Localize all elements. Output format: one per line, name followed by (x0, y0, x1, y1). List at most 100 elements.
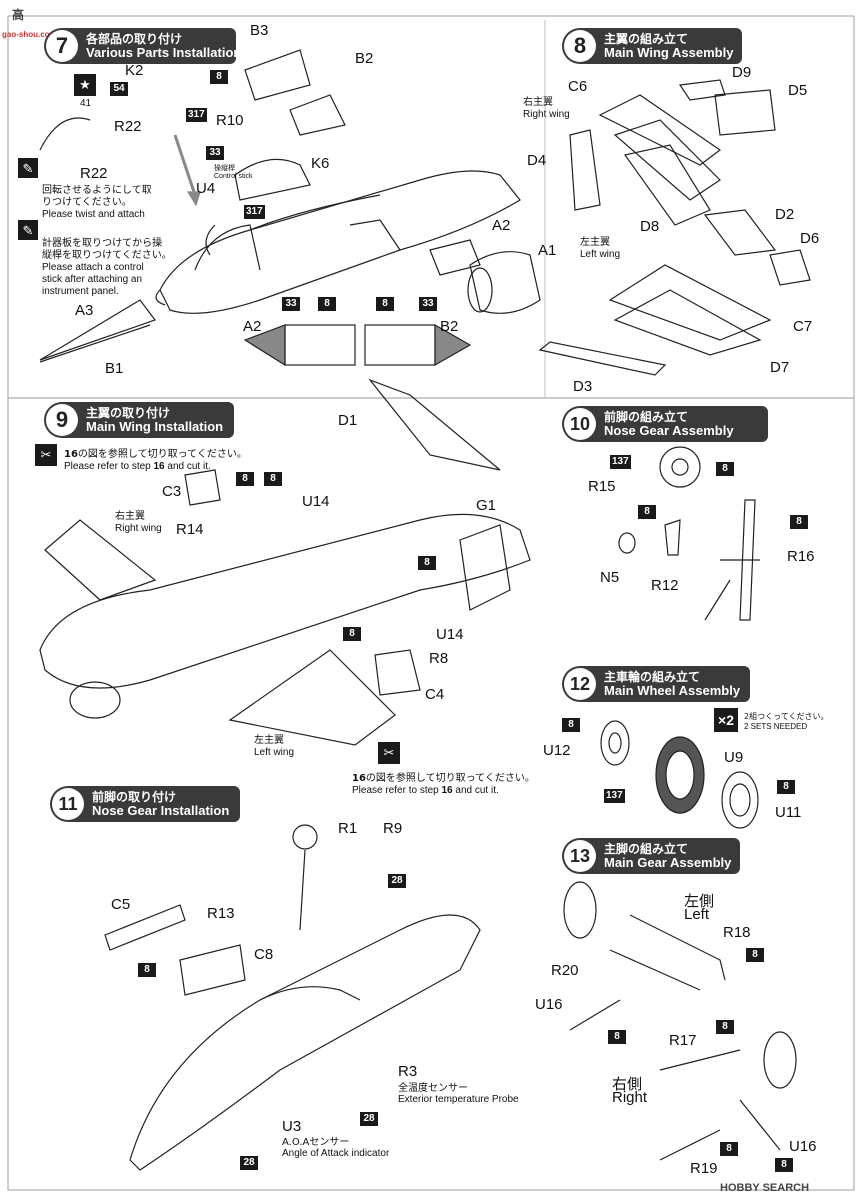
fuselage-step9 (39, 513, 531, 719)
nose-cone-a3 (39, 299, 156, 363)
part-label: R17 (669, 1032, 697, 1049)
note-en: Control stick (214, 173, 253, 180)
left-wing-panels (538, 209, 811, 376)
paint-code: 8 (777, 780, 795, 794)
right-wing-s9 (44, 519, 157, 601)
left-side-en: Left (684, 906, 710, 923)
part-label: R3 (398, 1063, 418, 1080)
part-label: N5 (600, 569, 620, 586)
paint-code: 28 (388, 874, 406, 888)
paint-code: 137 (610, 455, 631, 469)
left-wing-s9 (228, 649, 396, 746)
paint-code: 317 (186, 108, 207, 122)
part-label: B2 (440, 318, 459, 335)
left-wing-en: Left wing (580, 249, 621, 260)
part-label: A2 (243, 318, 262, 335)
ref-note: 16の図を参照して切り取ってください。 (64, 449, 247, 460)
part-label: C5 (111, 896, 131, 913)
part-label: U11 (775, 804, 802, 821)
step-13-header: 13 主脚の組み立て Main Gear Assembly (562, 838, 740, 874)
quantity-badge: ×2 (714, 708, 738, 732)
step-8-header: 8 主翼の組み立て Main Wing Assembly (562, 28, 742, 64)
paint-code: 8 (562, 718, 580, 732)
intake-cones-detail (243, 323, 472, 367)
cement-icon: ✎ (18, 158, 38, 178)
aoa-en: Angle of Attack indicator (282, 1148, 390, 1159)
aoa-jp: A.O.Aセンサー (282, 1137, 350, 1148)
part-label: C7 (793, 318, 813, 335)
step-10-header: 10 前脚の組み立て Nose Gear Assembly (562, 406, 768, 442)
page-border (7, 15, 855, 1191)
watermark-logo: 高 (12, 8, 25, 22)
right-side-en: Right (612, 1089, 648, 1106)
paint-code: 8 (210, 70, 228, 84)
paint-code: 8 (608, 1030, 626, 1044)
part-label: R9 (383, 820, 403, 837)
star-icon: ★ (74, 74, 96, 96)
paint-code: 8 (376, 297, 394, 311)
note-jp: 操縦桿 (214, 164, 235, 172)
part-label: D8 (640, 218, 660, 235)
right-side-jp: 右側 (612, 1076, 643, 1093)
probe-jp: 全温度センサー (398, 1083, 468, 1094)
part-label: B2 (355, 50, 374, 67)
nose-gear-r1 (292, 824, 318, 931)
part-label: C8 (254, 946, 274, 963)
cut-icon: ✂ (35, 444, 57, 466)
paint-code: 8 (264, 472, 282, 486)
paint-code: 8 (138, 963, 156, 977)
part-label: C6 (568, 78, 588, 95)
part-label: U16 (535, 996, 563, 1013)
step-number: 7 (46, 30, 78, 62)
part-r12 (664, 519, 681, 556)
part-label: K2 (125, 62, 144, 79)
wheel-u11 (721, 771, 759, 829)
step-number: 8 (564, 30, 596, 62)
step-title-jp: 主翼の組み立て (604, 32, 689, 46)
nose-wheel-r15 (659, 446, 701, 488)
canopy-k6 (234, 158, 311, 201)
step-title-en: Main Wing Installation (86, 419, 224, 434)
part-label: R12 (651, 577, 679, 594)
step-11-header: 11 前脚の取り付け Nose Gear Installation (50, 786, 240, 822)
cut-icon: ✂ (378, 742, 400, 764)
step-7-header: 7 各部品の取り付け Various Parts Installation (44, 28, 241, 64)
paint-code: 8 (318, 297, 336, 311)
step-number: 10 (564, 408, 596, 440)
step-number: 12 (564, 668, 596, 700)
part-label: B1 (105, 360, 124, 377)
part-label: R14 (176, 521, 204, 538)
note-en: Please twist and attach (42, 209, 145, 220)
part-label: R22 (80, 165, 108, 182)
leader-line (205, 224, 216, 256)
paint-code: 33 (419, 297, 437, 311)
left-wing-en: Left wing (254, 747, 295, 758)
paint-code: 33 (282, 297, 300, 311)
paint-code: 33 (206, 146, 224, 160)
step-12-header: 12 主車輪の組み立て Main Wheel Assembly (562, 666, 750, 702)
part-label: U9 (724, 749, 744, 766)
sets-en: 2 SETS NEEDED (744, 722, 808, 731)
paint-code: 28 (360, 1112, 378, 1126)
step-title-jp: 主車輪の組み立て (604, 670, 701, 684)
step-title-en: Various Parts Installation (86, 45, 242, 60)
part-label: R18 (723, 924, 751, 941)
leader-line (39, 117, 91, 151)
part-label: D1 (338, 412, 358, 429)
paint-code: 8 (775, 1158, 793, 1172)
ref-note-en: Please refer to step 16 and cut it. (64, 461, 211, 472)
part-label: U14 (436, 626, 464, 643)
part-label: R15 (588, 478, 616, 495)
step-title-en: Nose Gear Installation (92, 803, 230, 818)
ref-note: 16の図を参照して切り取ってください。 (352, 773, 535, 784)
step-9-header: 9 主翼の取り付け Main Wing Installation (44, 402, 234, 438)
nose-strut-r16 (704, 499, 760, 621)
left-wing-jp: 左主翼 (254, 735, 284, 746)
step-title-jp: 各部品の取り付け (86, 32, 183, 46)
part-label: R1 (338, 820, 358, 837)
part-label: U4 (196, 180, 216, 197)
step-title-en: Main Gear Assembly (604, 855, 732, 870)
part-c4 (374, 649, 421, 696)
right-wing-en: Right wing (523, 109, 570, 120)
